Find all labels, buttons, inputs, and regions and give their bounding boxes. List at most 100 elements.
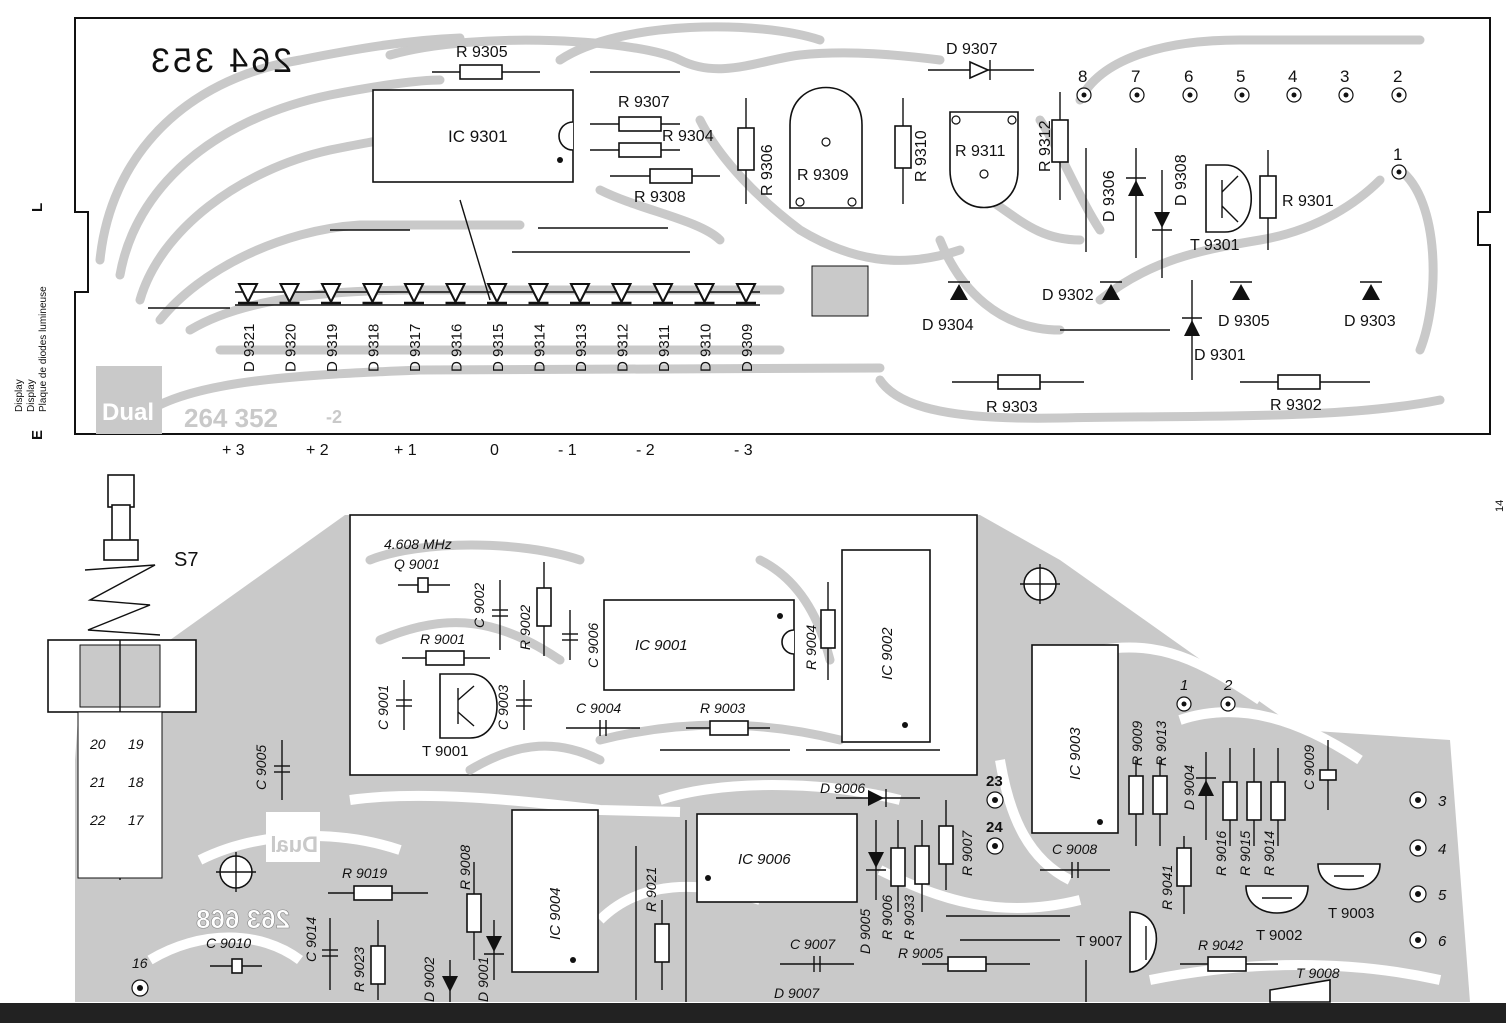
svg-text:6: 6	[1438, 933, 1447, 950]
svg-text:D 9301: D 9301	[1194, 347, 1246, 364]
svg-text:+ 1: + 1	[394, 442, 417, 459]
svg-text:D 9001: D 9001	[475, 957, 491, 1002]
led-d9310: D 9310	[693, 283, 716, 372]
ic-9301: IC 9301	[372, 89, 574, 183]
led-label: D 9321	[241, 324, 258, 372]
diode-d9306: D 9306	[1101, 148, 1146, 258]
svg-text:- 2: - 2	[636, 442, 655, 459]
svg-text:R 9008: R 9008	[457, 845, 473, 890]
led-label: D 9318	[366, 324, 383, 372]
svg-text:4.608 MHz: 4.608 MHz	[384, 536, 452, 552]
svg-text:2: 2	[1393, 67, 1402, 86]
svg-text:T 9007: T 9007	[1076, 933, 1122, 950]
dual-logo: Dual	[102, 399, 154, 426]
transistor-t9301: T 9301	[1190, 164, 1253, 254]
led-d9317: D 9317	[403, 283, 425, 372]
svg-text:- 1: - 1	[558, 442, 577, 459]
svg-text:R 9021: R 9021	[643, 867, 659, 912]
dual-logo-badge	[96, 366, 162, 434]
part-number-suffix: -2	[326, 407, 342, 427]
svg-text:D 9303: D 9303	[1344, 313, 1396, 330]
led-label: D 9320	[283, 324, 300, 372]
potentiometer-r9311: R 9311	[949, 111, 1019, 209]
ic-9006: IC 9006	[696, 813, 858, 903]
svg-text:19: 19	[128, 736, 144, 752]
svg-text:C 9003: C 9003	[495, 685, 511, 730]
svg-text:R 9023: R 9023	[351, 947, 367, 992]
led-label: D 9317	[407, 324, 424, 372]
svg-text:IC 9003: IC 9003	[1067, 727, 1084, 780]
svg-text:R 9042: R 9042	[1198, 937, 1243, 953]
display-board: 264 353 264 352 -2 Dual IC 9301 R 9305 R…	[14, 17, 1491, 459]
svg-text:21: 21	[89, 774, 106, 790]
led-d9314: D 9314	[527, 283, 550, 372]
resistor-r9305: R 9305	[432, 44, 540, 80]
led-d9319: D 9319	[320, 283, 342, 372]
led-d9316: D 9316	[444, 283, 467, 372]
svg-text:R 9312: R 9312	[1037, 120, 1054, 172]
svg-text:IC 9006: IC 9006	[738, 851, 791, 868]
ic-9004: IC 9004	[511, 809, 599, 973]
svg-text:R 9304: R 9304	[662, 128, 714, 145]
svg-text:IC 9001: IC 9001	[635, 637, 688, 654]
led-row: D 9321 D 9320 D 9319 D 9318 D 9317 D 9316 D 93…	[235, 283, 760, 372]
svg-text:1: 1	[1393, 145, 1402, 164]
svg-text:D 9302: D 9302	[1042, 287, 1094, 304]
svg-text:24: 24	[986, 819, 1003, 836]
diode-d9307: D 9307	[928, 41, 1034, 80]
svg-text:R 9310: R 9310	[913, 130, 930, 182]
display-board-traces	[95, 22, 1445, 423]
led-d9311: D 9311	[652, 283, 674, 372]
diode-d9304: D 9304	[922, 281, 974, 334]
svg-text:R 9015: R 9015	[1237, 831, 1253, 876]
diode-d9302: D 9302	[1042, 281, 1122, 304]
svg-text:C 9002: C 9002	[471, 583, 487, 628]
svg-text:16: 16	[132, 955, 148, 971]
bottom-transistors: T 9001 T 9002 T 9003 T 9007 T 9008	[422, 673, 1381, 1003]
svg-text:IC 9002: IC 9002	[879, 627, 896, 680]
svg-text:C 9009: C 9009	[1301, 745, 1317, 790]
led-label: D 9313	[573, 324, 590, 372]
svg-text:D 9002: D 9002	[421, 957, 437, 1002]
caption-display-1: Display	[14, 379, 25, 412]
svg-text:R 9302: R 9302	[1270, 397, 1322, 414]
svg-text:D 9005: D 9005	[857, 909, 873, 954]
switch-s7: S7 20 19 21 18 22 17	[47, 474, 198, 880]
caption-display-2: Display	[26, 379, 37, 412]
led-d9321: D 9321	[237, 283, 259, 372]
page-number: 14	[1494, 500, 1506, 512]
bottom-diodes: D 9006 D 9004 D 9005 D 9001 D 9002 D 900…	[421, 752, 1216, 1002]
diode-d9305: D 9305	[1218, 281, 1270, 330]
svg-text:C 9006: C 9006	[585, 623, 601, 668]
svg-text:D 9006: D 9006	[820, 780, 865, 796]
svg-text:18: 18	[128, 774, 144, 790]
resistor-r9310: R 9310	[894, 98, 930, 204]
svg-text:C 9001: C 9001	[375, 685, 391, 730]
led-label: D 9319	[324, 324, 341, 372]
bottom-pins: 1 2 23 24 3 4 5 6 16	[131, 677, 1447, 997]
svg-text:3: 3	[1438, 793, 1447, 810]
led-label: D 9309	[739, 324, 756, 372]
svg-text:+ 2: + 2	[306, 442, 329, 459]
svg-text:R 9006: R 9006	[879, 895, 895, 940]
resistor-r9301: R 9301	[1259, 150, 1334, 250]
svg-text:R 9041: R 9041	[1159, 865, 1175, 910]
svg-text:D 9308: D 9308	[1173, 154, 1190, 206]
svg-text:5: 5	[1236, 67, 1245, 86]
resistor-r9308: R 9308	[610, 168, 720, 206]
svg-text:C 9014: C 9014	[303, 917, 319, 962]
svg-text:R 9307: R 9307	[618, 94, 670, 111]
scan-edge	[0, 1003, 1506, 1023]
svg-text:T 9301: T 9301	[1190, 237, 1240, 254]
svg-text:R 9007: R 9007	[959, 830, 975, 876]
resistor-r9304: R 9304	[590, 128, 714, 158]
diode-d9301: D 9301	[1182, 280, 1246, 380]
side-label-l: L	[29, 203, 46, 212]
svg-text:3: 3	[1340, 67, 1349, 86]
svg-text:R 9311: R 9311	[955, 143, 1006, 160]
svg-text:4: 4	[1438, 841, 1446, 858]
potentiometer-r9309: R 9309	[789, 86, 863, 209]
svg-text:4: 4	[1288, 67, 1297, 86]
resistor-r9312: R 9312	[1037, 92, 1069, 200]
diode-d9308: D 9308	[1152, 154, 1190, 278]
